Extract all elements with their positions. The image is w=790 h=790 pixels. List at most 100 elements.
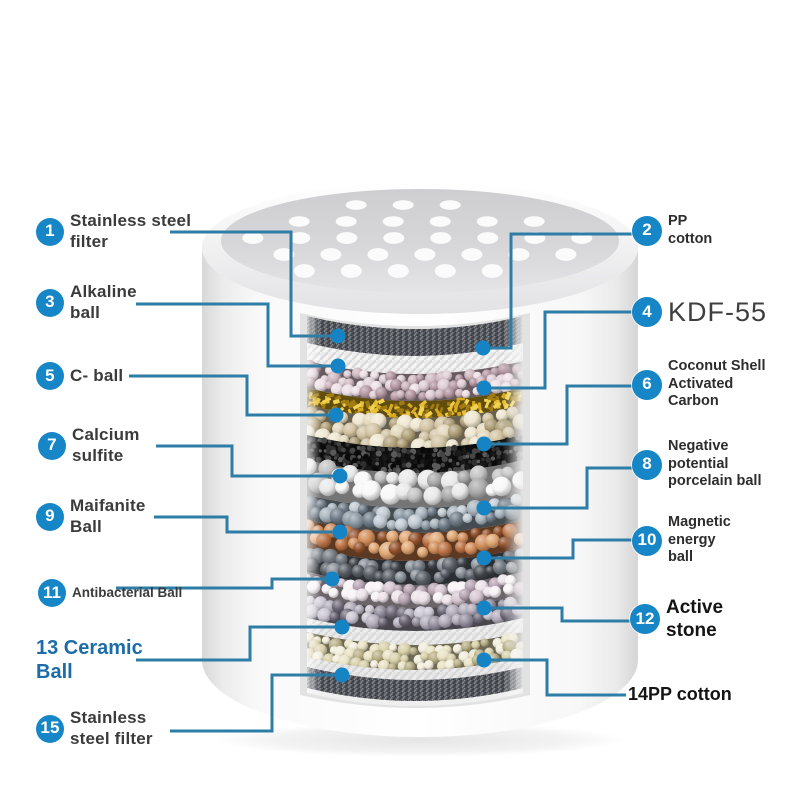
connector-line-c3 [136, 302, 331, 368]
top-hole [434, 264, 456, 278]
top-hole [293, 264, 315, 278]
callout-15-badge: 15 [36, 714, 64, 743]
top-hole [476, 216, 498, 227]
layer-stainless-steel-filter-mesh-top [307, 316, 523, 356]
callout-9-maifanite-ball: 9 Maifanite Ball [36, 496, 145, 537]
top-hole [555, 248, 577, 261]
connector-dot-c15 [334, 667, 350, 683]
top-hole [461, 248, 483, 261]
callout-15-stainless-steel-filter: 15 Stainless steel filter [36, 708, 153, 749]
top-hole [439, 200, 461, 210]
top-hole [336, 232, 358, 244]
connector-dot-c14 [476, 652, 492, 668]
callout-11-badge: 11 [38, 579, 66, 607]
connector-lines [116, 230, 633, 733]
callout-6-label: Coconut Shell Activated Carbon [668, 358, 766, 410]
top-hole [430, 232, 452, 244]
layer-stainless-steel-filter-mesh-bottom [307, 667, 523, 701]
callout-8-badge: 8 [632, 449, 662, 480]
callout-4-kdf-55: 4 KDF-55 [632, 296, 767, 329]
connector-dot-c6 [476, 436, 492, 452]
connector-line-c14 [491, 658, 626, 697]
top-hole [481, 264, 503, 278]
top-hole [288, 216, 310, 227]
top-hole [345, 200, 367, 210]
top-hole [387, 264, 409, 278]
connector-dot-c5 [328, 407, 344, 423]
top-hole [508, 248, 530, 261]
connector-line-c5 [129, 374, 329, 417]
layer-calcium-sulfite-balls [307, 458, 523, 508]
top-hole [392, 200, 414, 210]
top-hole [367, 248, 389, 261]
callout-5-badge: 5 [36, 362, 64, 390]
callout-11-antibacterial-ball: 11 Antibacterial Ball [38, 579, 182, 607]
callout-6-badge: 6 [632, 369, 662, 400]
connector-dot-c9 [332, 524, 348, 540]
top-hole [273, 248, 295, 261]
layer-pp-cotton-mid [307, 618, 523, 645]
callout-4-badge: 4 [632, 297, 662, 328]
callout-2-label: PP cotton [668, 213, 713, 247]
connector-line-c13 [136, 625, 335, 662]
top-hole [414, 248, 436, 261]
connector-line-c2 [490, 232, 633, 350]
callout-5-label: C- ball [70, 365, 124, 385]
callout-10-badge: 10 [632, 525, 662, 556]
callout-11-label: Antibacterial Ball [72, 584, 183, 600]
callout-10-magnetic-energy-ball: 10 Magnetic energy ball [632, 514, 731, 567]
callout-9-label: Maifanite Ball [70, 496, 146, 536]
top-hole [320, 248, 342, 261]
callout-3-alkaline-ball: 3 Alkaline ball [36, 282, 137, 323]
callout-8-label: Negative potential porcelain ball [668, 438, 762, 490]
connector-dot-c7 [332, 468, 348, 484]
callout-13-ceramic-ball: 13 Ceramic Ball [36, 636, 143, 685]
connector-line-c10 [491, 538, 633, 560]
callout-10-label: Magnetic energy ball [668, 514, 731, 566]
callout-15-label: Stainless steel filter [70, 708, 153, 748]
layer-antibacterial-balls [307, 572, 523, 608]
callout-12-active-stone: 12 Active stone [630, 596, 723, 642]
cylinder-shadow [215, 723, 625, 757]
connector-dot-c2 [475, 340, 491, 356]
top-hole [383, 232, 405, 244]
callout-3-badge: 3 [36, 288, 64, 317]
callout-6-coconut-shell-activated-carbon: 6 Coconut Shell Activated Carbon [632, 358, 765, 411]
connector-dot-c8 [476, 500, 492, 516]
callout-14-pp-cotton: 14PP cotton [628, 684, 732, 706]
callout-1-badge: 1 [36, 217, 64, 246]
connector-line-c8 [491, 466, 633, 510]
top-hole [382, 216, 404, 227]
top-hole [523, 216, 545, 227]
layer-pp-cotton-mesh-bottom [307, 657, 523, 680]
top-hole [289, 232, 311, 244]
callout-14-label: 14PP cotton [628, 684, 732, 704]
connector-line-c12 [491, 606, 631, 623]
connector-line-c15 [170, 673, 335, 733]
cutaway-window [307, 316, 523, 706]
callout-12-badge: 12 [630, 604, 660, 635]
top-hole [477, 232, 499, 244]
callout-7-calcium-sulfite: 7 Calcium sulfite [38, 425, 140, 466]
connector-dot-c1 [330, 328, 346, 344]
connector-dot-c13 [334, 619, 350, 635]
callout-8-negative-potential-porcelain-ball: 8 Negative potential porcelain ball [632, 438, 761, 491]
connector-line-c1 [170, 230, 331, 338]
connector-dot-c11 [324, 571, 340, 587]
layer-pp-cotton-top [307, 343, 523, 374]
callout-4-label: KDF-55 [668, 297, 768, 327]
top-hole [335, 216, 357, 227]
connector-line-c6 [491, 384, 633, 446]
connector-dot-c4 [476, 380, 492, 396]
callout-2-pp-cotton: 2 PP cotton [632, 213, 712, 248]
callout-1-label: Stainless steel filter [70, 211, 192, 251]
top-holes-group [242, 200, 593, 278]
connector-line-c9 [154, 515, 333, 534]
callout-9-badge: 9 [36, 502, 64, 531]
connector-line-c11 [116, 577, 325, 590]
callout-5-c-ball: 5 C- ball [36, 362, 123, 390]
callout-3-label: Alkaline ball [70, 282, 137, 322]
connector-line-c7 [156, 444, 333, 478]
callout-13-label: 13 Ceramic Ball [36, 637, 143, 684]
